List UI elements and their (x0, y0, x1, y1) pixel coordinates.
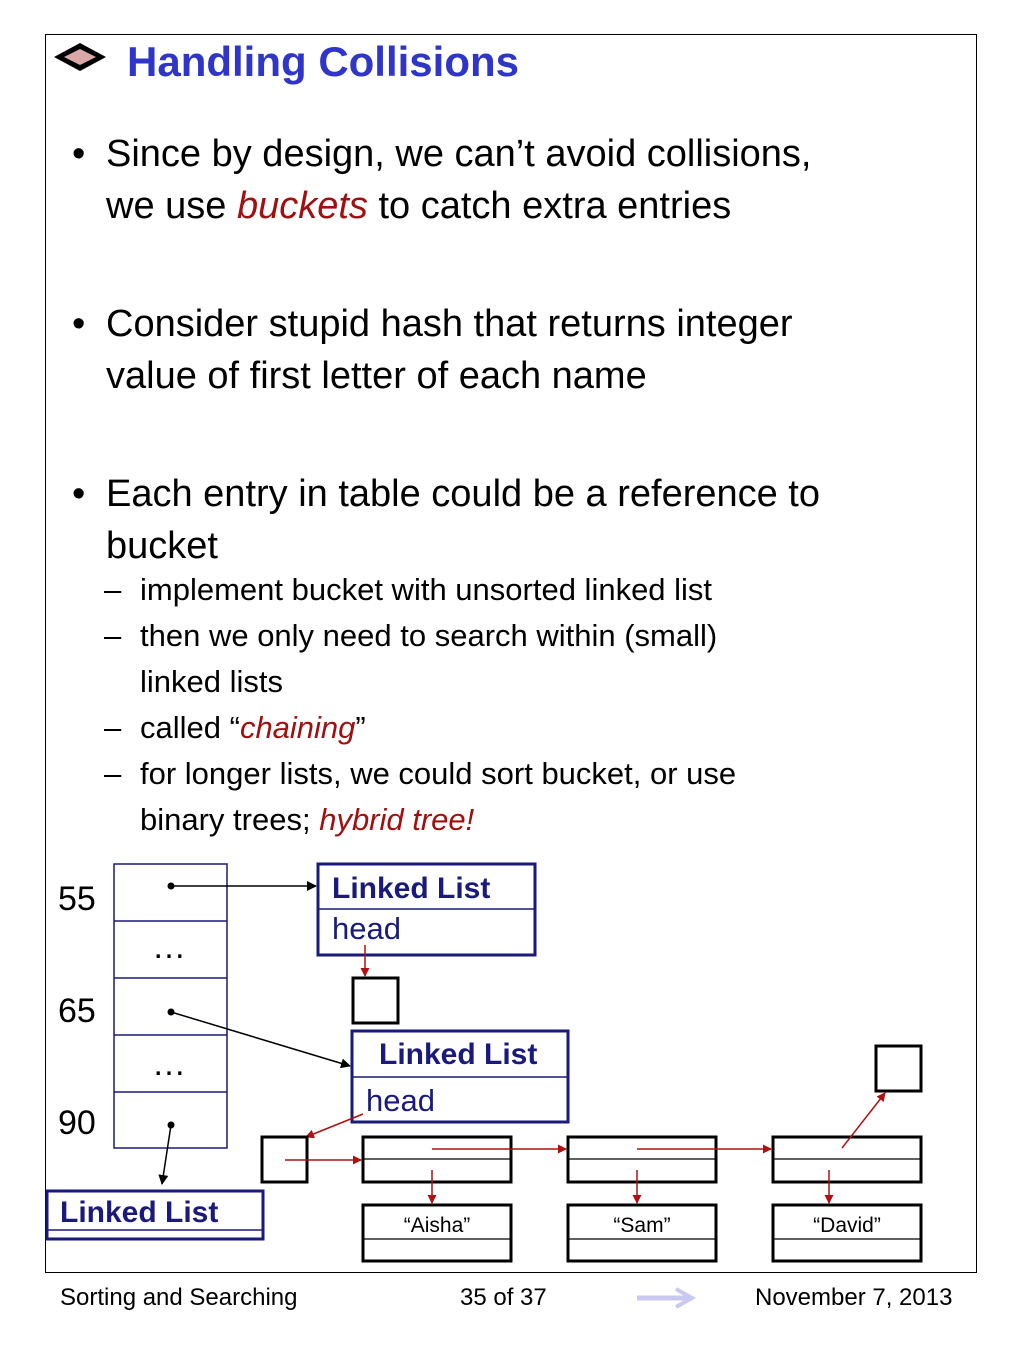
bullet-line: Each entry in table could be a reference… (106, 468, 820, 520)
dash-icon: – (104, 710, 122, 745)
linked-list-box-1 (316, 862, 537, 957)
emphasis-text: buckets (236, 185, 368, 227)
linked-list-label-2: Linked List (379, 1038, 537, 1071)
row-label-90: 90 (58, 1104, 96, 1142)
text-run: for longer lists, we could sort bucket, … (140, 756, 737, 791)
sub-bullet-line: binary trees; hybrid tree! (140, 797, 736, 843)
null-node-box-2 (874, 1044, 923, 1093)
pointer-arrow-90 (158, 1124, 172, 1185)
text-run: we use (106, 185, 237, 227)
name-sam: “Sam” (613, 1214, 670, 1237)
next-slide-arrow-icon[interactable] (637, 1287, 697, 1309)
row-label-65: 65 (58, 992, 96, 1030)
sub-bullet-line: implement bucket with unsorted linked li… (140, 567, 712, 613)
ellipsis-1: … (152, 928, 186, 966)
head-label-2: head (366, 1083, 435, 1118)
name-aisha: “Aisha” (404, 1214, 471, 1237)
text-run: Since by design, we can’t avoid collisio… (106, 133, 812, 175)
text-run: then we only need to search within (smal… (140, 618, 718, 653)
name-box-david (771, 1203, 923, 1263)
hash-table (113, 863, 228, 1149)
footer-course: Sorting and Searching (60, 1284, 298, 1311)
text-run: ” (355, 710, 366, 745)
sub-bullet-line: called “chaining” (140, 705, 366, 751)
sub-bullet-text: called “chaining” (140, 705, 366, 751)
ellipsis-2: … (152, 1045, 186, 1083)
node-aisha (361, 1135, 513, 1184)
text-run: value of first letter of each name (106, 355, 647, 397)
text-run: bucket (106, 525, 218, 567)
text-run: binary trees; (140, 802, 320, 837)
bullet-line: Since by design, we can’t avoid collisio… (106, 128, 812, 180)
bullet-text: Consider stupid hash that returns intege… (106, 298, 793, 402)
sub-bullet-text: for longer lists, we could sort bucket, … (140, 751, 736, 843)
text-run: to catch extra entries (367, 185, 732, 227)
linked-list-label-3: Linked List (60, 1196, 218, 1229)
row-label-55: 55 (58, 880, 96, 918)
node-sam (566, 1135, 718, 1184)
bullet-dot-icon: • (72, 473, 86, 515)
emphasis-text: chaining (239, 710, 356, 745)
sub-bullet-line: then we only need to search within (smal… (140, 613, 717, 659)
name-box-aisha (361, 1203, 513, 1263)
slide-frame (45, 34, 977, 1273)
head-label-1: head (332, 911, 401, 946)
text-run: implement bucket with unsorted linked li… (140, 572, 713, 607)
bullet-text: Since by design, we can’t avoid collisio… (106, 128, 812, 232)
null-node-box-1 (351, 976, 400, 1025)
name-box-sam (566, 1203, 718, 1263)
bullet-dot-icon: • (72, 133, 86, 175)
bullet-line: we use buckets to catch extra entries (106, 180, 812, 232)
text-run: called “ (140, 710, 240, 745)
head-arrow-2 (305, 1113, 364, 1139)
bullet-dot-icon: • (72, 303, 86, 345)
bullet-line: value of first letter of each name (106, 350, 793, 402)
sub-bullet-text: then we only need to search within (smal… (140, 613, 717, 705)
bullet-text: Each entry in table could be a reference… (106, 468, 820, 572)
linked-list-label-1: Linked List (332, 872, 490, 905)
bullet-line: Consider stupid hash that returns intege… (106, 298, 793, 350)
sub-bullet-text: implement bucket with unsorted linked li… (140, 567, 712, 613)
footer-date: November 7, 2013 (755, 1284, 953, 1311)
text-run: linked lists (140, 664, 283, 699)
slide-title: Handling Collisions (127, 38, 520, 85)
next-arrow-3 (841, 1092, 886, 1149)
text-run: Consider stupid hash that returns intege… (106, 303, 793, 345)
name-david: “David” (813, 1214, 881, 1237)
pointer-arrow-65 (170, 1011, 351, 1069)
node-david (771, 1135, 923, 1184)
linked-list-box-3 (45, 1189, 265, 1241)
bullet-line: bucket (106, 520, 820, 572)
sub-bullet-line: linked lists (140, 659, 717, 705)
emphasis-text: hybrid tree! (319, 802, 475, 837)
dash-icon: – (104, 618, 122, 653)
footer-page-number: 35 of 37 (460, 1284, 547, 1311)
diamond-bullet-icon (54, 43, 106, 71)
sub-bullet-line: for longer lists, we could sort bucket, … (140, 751, 736, 797)
text-run: Each entry in table could be a reference… (106, 473, 821, 515)
dash-icon: – (104, 572, 122, 607)
dash-icon: – (104, 756, 122, 791)
linked-list-box-2 (350, 1029, 570, 1124)
